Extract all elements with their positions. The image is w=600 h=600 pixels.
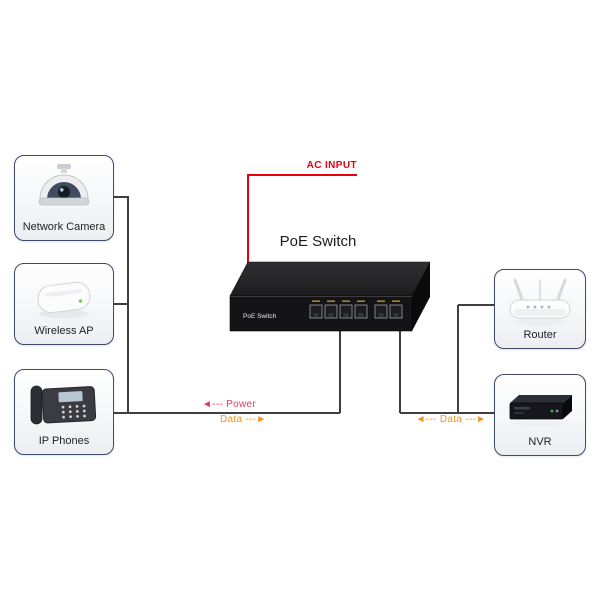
data-flow-label-left: Data ---► <box>220 414 267 425</box>
connector-line-router-vertical <box>457 305 459 413</box>
connector-line-ap-stub <box>114 303 128 305</box>
icon-wrap <box>18 269 110 325</box>
connector-line-camera-stub <box>114 196 128 198</box>
rj45-ports <box>309 304 403 319</box>
ip-phone-icon <box>30 385 97 425</box>
connector-line-router-stub <box>458 304 494 306</box>
switch-top-face <box>229 261 431 297</box>
data-flow-label-right: ◄--- Data ---► <box>415 414 487 425</box>
icon-wrap <box>498 380 582 436</box>
device-label-wireless-ap: Wireless AP <box>34 325 94 337</box>
ac-input-label: AC INPUT <box>306 160 357 171</box>
icon-wrap <box>18 375 110 435</box>
router-icon <box>509 278 571 326</box>
connector-line-switch-left-vertical <box>339 331 341 413</box>
device-box-ip-phones: IP Phones <box>14 369 114 455</box>
device-box-network-camera: Network Camera <box>14 155 114 241</box>
port-markings <box>312 300 400 302</box>
dome-camera-icon <box>38 164 90 206</box>
connector-line-phones-horizontal <box>114 412 340 414</box>
device-label-nvr: NVR <box>528 436 552 448</box>
device-box-router: Router <box>494 269 586 349</box>
switch-front-label: PoE Switch <box>243 313 277 320</box>
device-label-network-camera: Network Camera <box>22 221 106 233</box>
device-box-nvr: NVR <box>494 374 586 456</box>
device-label-ip-phones: IP Phones <box>38 435 90 447</box>
connector-line-left-vertical <box>127 196 129 413</box>
nvr-icon <box>509 395 572 427</box>
device-box-wireless-ap: Wireless AP <box>14 263 114 345</box>
wireless-ap-icon <box>37 281 91 319</box>
power-flow-label: ◄--- Power <box>202 399 257 410</box>
poe-switch-device: PoE Switch <box>229 261 431 332</box>
icon-wrap <box>498 275 582 329</box>
ac-power-line-horizontal <box>247 174 357 176</box>
ac-power-line-vertical <box>247 176 249 264</box>
switch-side-face <box>412 262 430 331</box>
icon-wrap <box>18 161 110 221</box>
connector-line-nvr-horizontal <box>400 412 494 414</box>
device-label-router: Router <box>523 329 557 341</box>
switch-title: PoE Switch <box>279 233 357 250</box>
connector-line-switch-right-vertical <box>399 331 401 413</box>
